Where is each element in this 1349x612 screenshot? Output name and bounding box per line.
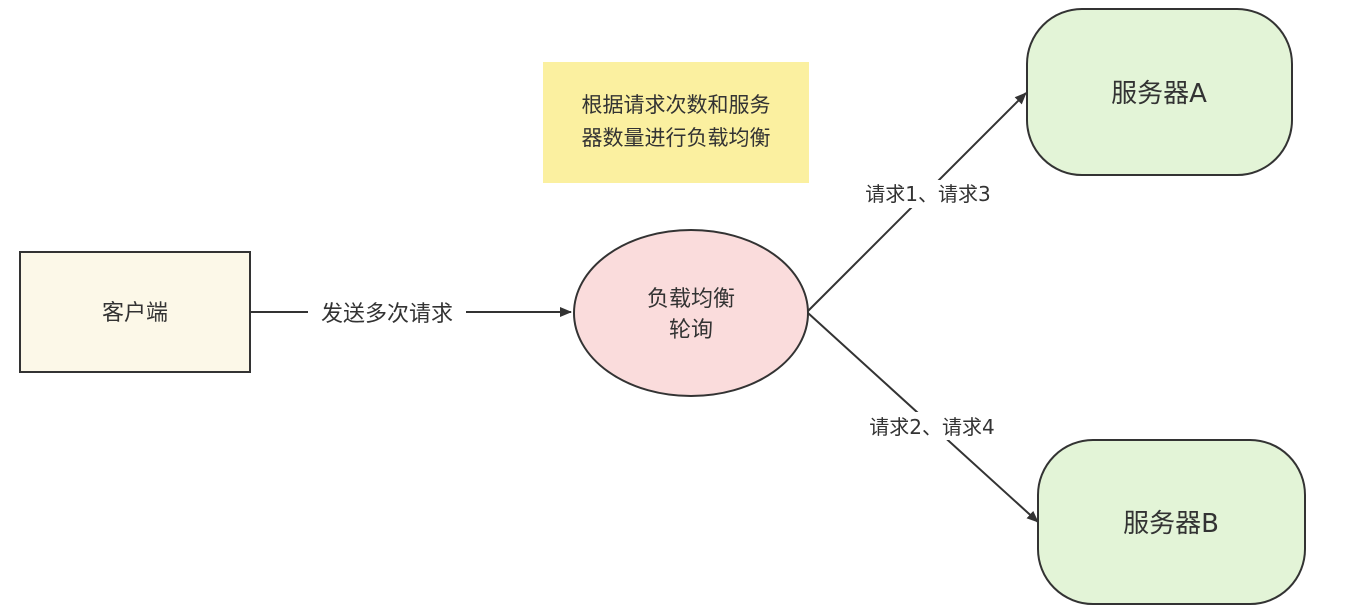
edge-load-balancer-to-server-b: 请求2、请求4 xyxy=(807,312,1039,523)
server-a-shape xyxy=(1026,8,1293,176)
load-balancer-ellipse xyxy=(573,229,809,397)
load-balancer-node: 负载均衡 轮询 xyxy=(573,229,809,397)
sticky-note: 根据请求次数和服务 器数量进行负载均衡 xyxy=(543,62,809,183)
edge-client-to-load-balancer: 发送多次请求 xyxy=(250,297,572,327)
client-node: 客户端 xyxy=(19,251,251,373)
server-b-label: 服务器B xyxy=(1123,509,1219,539)
edge-load-balancer-to-server-a: 请求1、请求3 xyxy=(807,92,1027,312)
edge-label-background xyxy=(858,180,998,208)
edge-label-background xyxy=(861,412,1003,440)
sticky-note-line-2: 器数量进行负载均衡 xyxy=(582,126,771,150)
client-box xyxy=(19,251,251,373)
load-balancer-label-line-2: 轮询 xyxy=(669,318,713,343)
server-b-shape xyxy=(1037,439,1306,605)
server-a-node: 服务器A xyxy=(1026,8,1293,176)
load-balancer-label-line-1: 负载均衡 xyxy=(647,287,735,312)
client-label: 客户端 xyxy=(102,301,168,326)
server-b-node: 服务器B xyxy=(1037,439,1306,605)
edge-label-send-requests: 发送多次请求 xyxy=(321,302,453,327)
sticky-note-body xyxy=(543,62,809,183)
edge-label-requests-1-3: 请求1、请求3 xyxy=(865,182,990,206)
sticky-note-line-1: 根据请求次数和服务 xyxy=(582,93,771,117)
server-a-label: 服务器A xyxy=(1111,79,1207,109)
edge-label-requests-2-4: 请求2、请求4 xyxy=(869,415,994,439)
edge-label-background xyxy=(308,297,466,327)
